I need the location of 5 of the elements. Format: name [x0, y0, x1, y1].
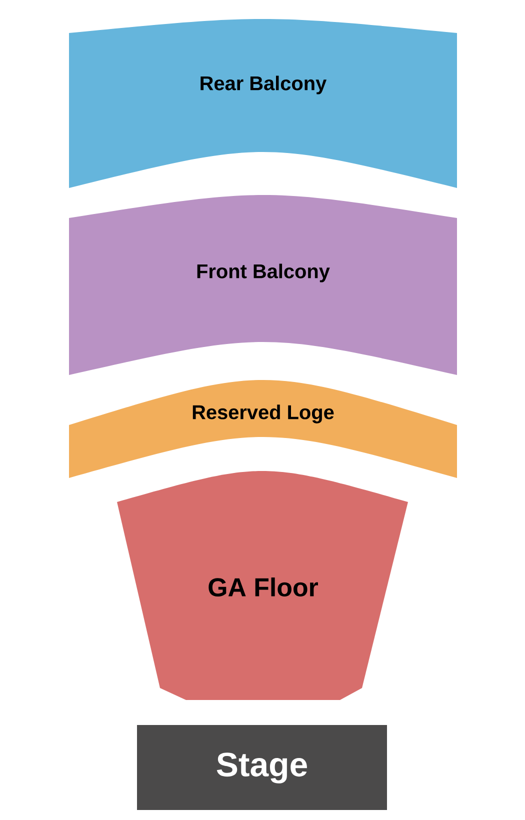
seating-section: GA Floor — [117, 471, 408, 700]
seating-section: Rear Balcony — [69, 19, 457, 188]
seating-section: Front Balcony — [69, 195, 457, 375]
stage: Stage — [137, 725, 387, 810]
seating-section: Reserved Loge — [69, 380, 457, 478]
